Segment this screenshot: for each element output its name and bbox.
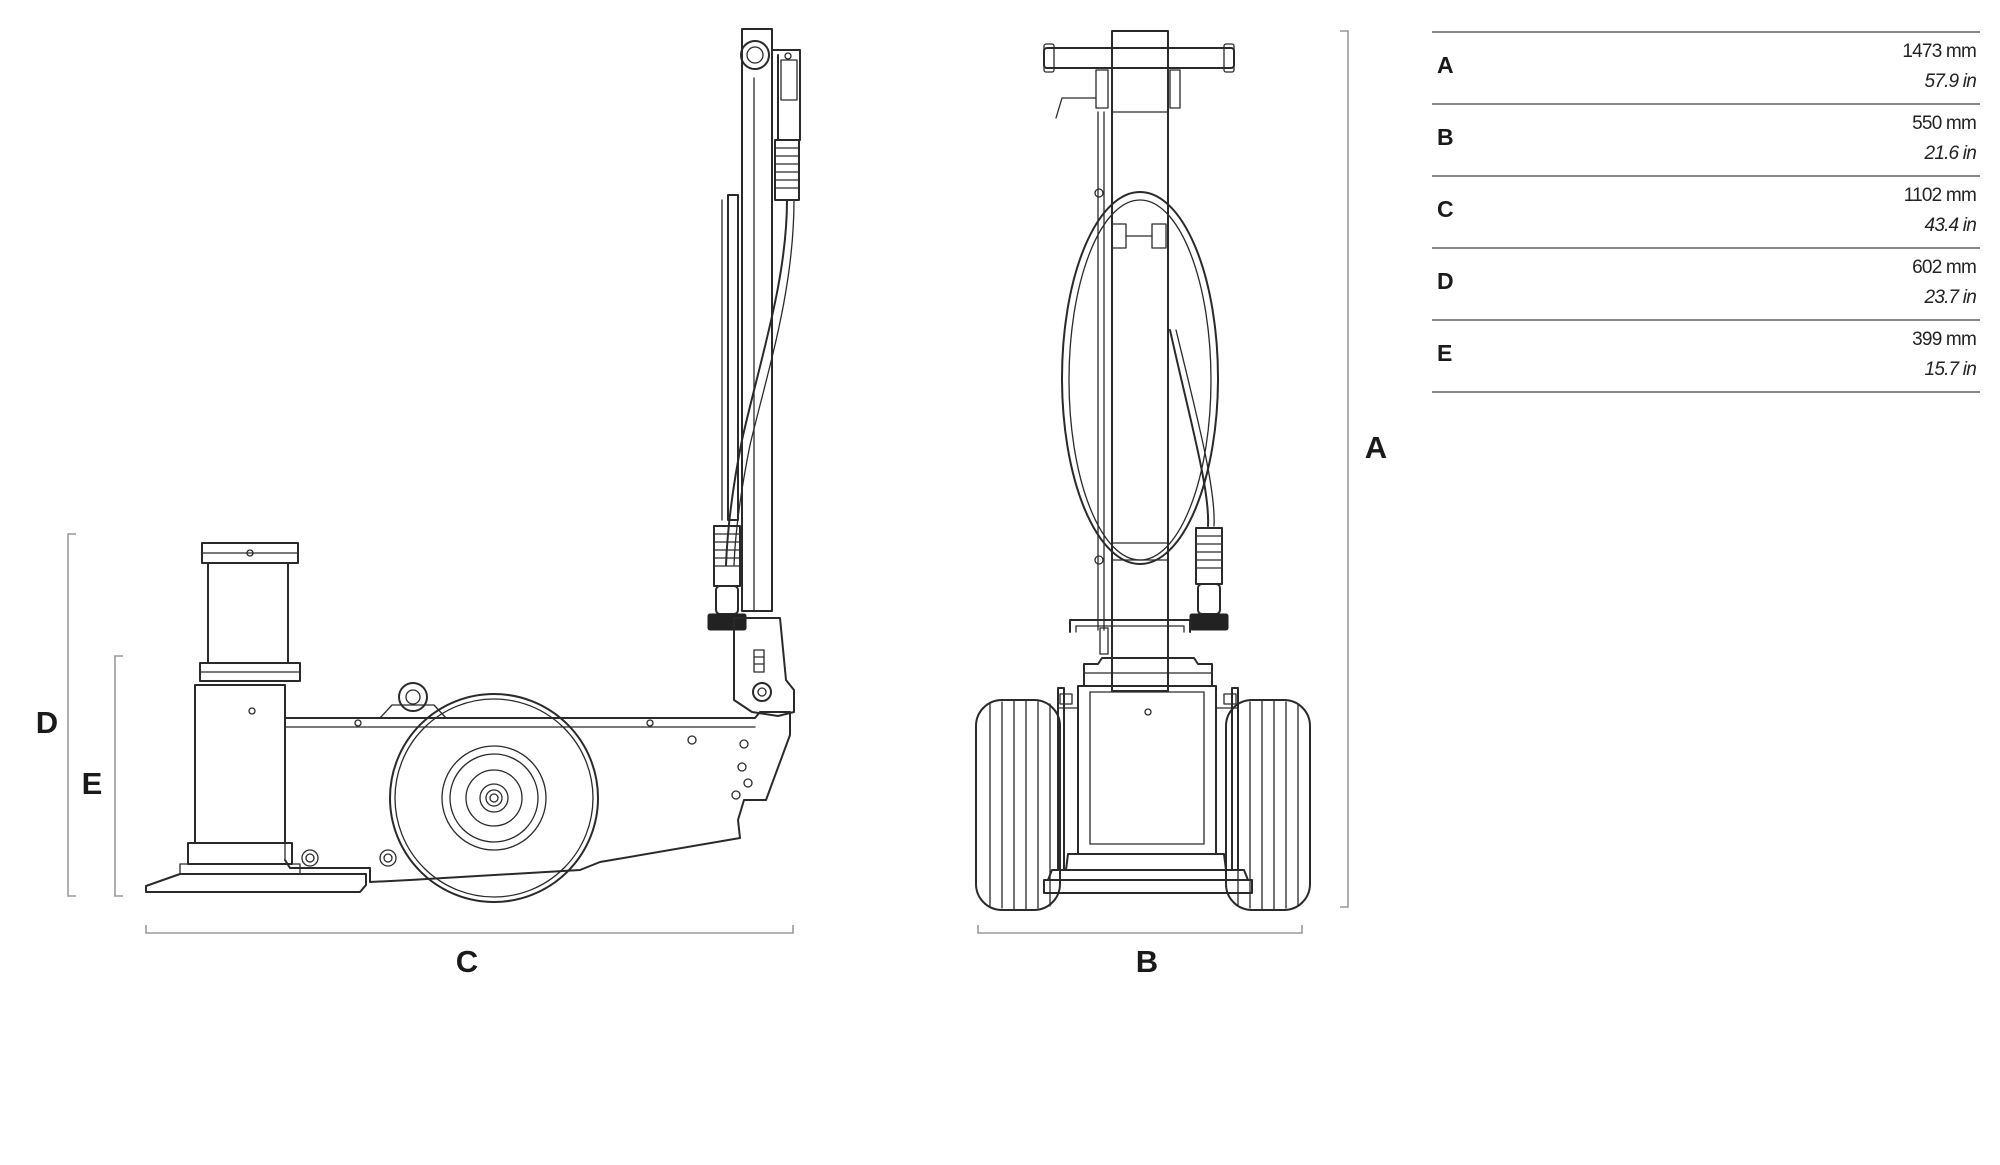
dimension-spec-table: A 1473 mm 57.9 in B 550 mm 21.6 in C 110… xyxy=(1432,31,1980,393)
spec-value-inches: 43.4 in xyxy=(1924,215,1977,236)
dimension-label-c: C xyxy=(456,944,478,979)
spec-label: B xyxy=(1437,124,1454,150)
spec-value-mm: 602 mm xyxy=(1912,257,1977,278)
spec-row-a: A 1473 mm 57.9 in xyxy=(1432,31,1980,103)
dimension-line-d xyxy=(67,533,76,897)
dimension-label-d: D xyxy=(36,705,58,740)
front-cylinder xyxy=(1077,685,1217,855)
dimension-line-c xyxy=(145,925,794,934)
front-left-wheel xyxy=(975,699,1061,911)
spec-value-inches: 21.6 in xyxy=(1924,143,1977,164)
side-view xyxy=(145,28,801,903)
lifting-eye xyxy=(398,682,428,712)
spec-value-inches: 57.9 in xyxy=(1924,71,1977,92)
dimension-line-b xyxy=(977,925,1303,934)
ram-stage xyxy=(207,562,289,664)
spec-label: D xyxy=(1437,268,1454,294)
hose-coil xyxy=(1061,191,1219,565)
base-plate xyxy=(145,873,367,893)
spec-value-inches: 15.7 in xyxy=(1924,359,1977,380)
spec-value-mm: 399 mm xyxy=(1912,329,1977,350)
front-mast xyxy=(1111,30,1169,692)
spec-row-e: E 399 mm 15.7 in xyxy=(1432,319,1980,393)
dimension-label-a: A xyxy=(1365,430,1387,465)
dimension-line-a xyxy=(1340,30,1349,908)
spec-row-c: C 1102 mm 43.4 in xyxy=(1432,175,1980,247)
dimension-label-b: B xyxy=(1136,944,1158,979)
side-handle xyxy=(707,28,801,717)
spec-value-mm: 1473 mm xyxy=(1902,41,1976,62)
spec-label: A xyxy=(1437,52,1454,78)
dimension-lines xyxy=(67,30,1349,934)
side-wheel xyxy=(389,693,599,903)
front-right-wheel xyxy=(1225,699,1311,911)
spec-label: E xyxy=(1437,340,1453,366)
front-handle-bar xyxy=(1043,47,1235,69)
spec-row-b: B 550 mm 21.6 in xyxy=(1432,103,1980,175)
front-view xyxy=(975,30,1311,911)
chassis xyxy=(284,711,791,883)
spec-value-inches: 23.7 in xyxy=(1924,287,1977,308)
dimension-line-e xyxy=(114,655,123,897)
spec-value-mm: 550 mm xyxy=(1912,113,1977,134)
main-cylinder xyxy=(194,684,286,844)
spec-row-d: D 602 mm 23.7 in xyxy=(1432,247,1980,319)
spec-label: C xyxy=(1437,196,1454,222)
dimension-label-e: E xyxy=(82,766,103,801)
spec-value-mm: 1102 mm xyxy=(1903,185,1977,206)
